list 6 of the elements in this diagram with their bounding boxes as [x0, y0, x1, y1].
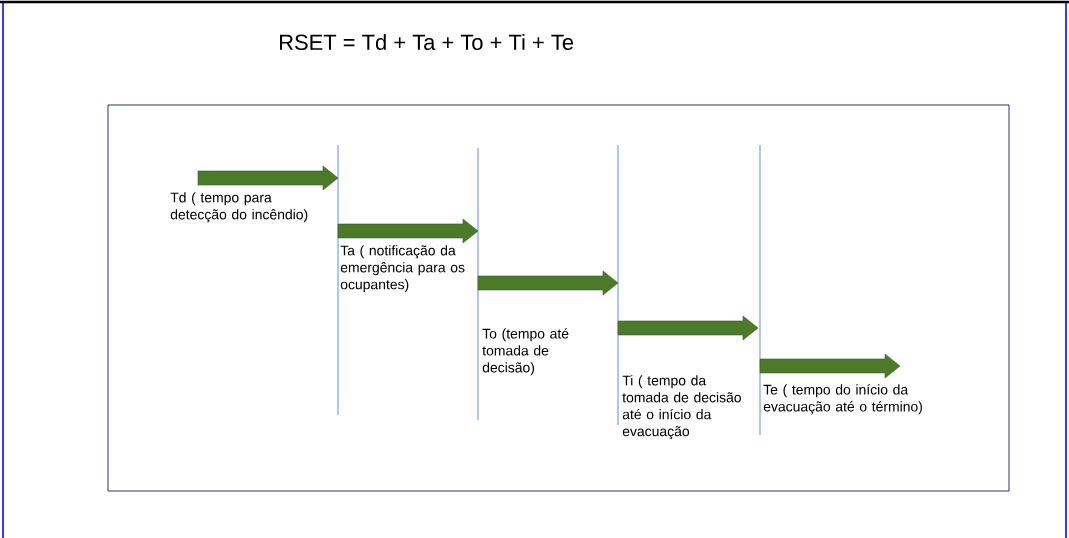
- step-label: Ta ( notificação da emergência para os ocupantes): [340, 245, 465, 293]
- title: RSET = Td + Ta + To + Ti + Te: [280, 33, 574, 51]
- step-label: To (tempo até tomada de decisão): [482, 328, 569, 376]
- step-label: Ti ( tempo da tomada de decisão até o início da evacuação: [622, 375, 741, 440]
- step-label: Te ( tempo do início da evacuação até o término): [763, 384, 922, 415]
- step-label: Td ( tempo para detecção do incêndio): [170, 192, 308, 223]
